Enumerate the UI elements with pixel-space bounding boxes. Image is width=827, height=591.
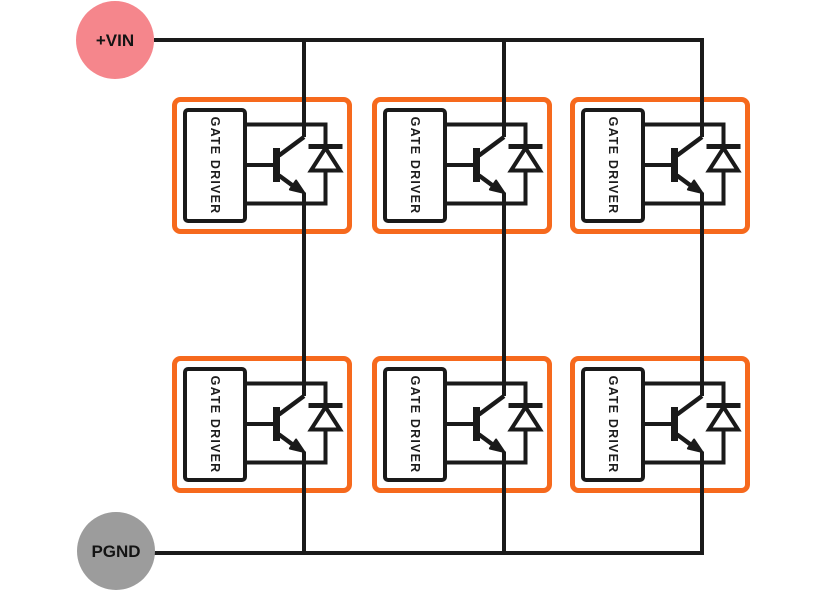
module-graphics bbox=[175, 100, 350, 232]
pgnd-terminal-label: PGND bbox=[91, 542, 140, 561]
module-graphics bbox=[573, 359, 748, 491]
gate-driver-module-top-middle: GATE DRIVER bbox=[375, 100, 550, 232]
gate-driver-label: GATE DRIVER bbox=[208, 117, 222, 215]
vin-terminal: +VIN bbox=[76, 1, 154, 79]
module-graphics bbox=[375, 359, 550, 491]
module-graphics bbox=[175, 359, 350, 491]
pgnd-terminal-circle bbox=[77, 512, 155, 590]
gate-driver-label: GATE DRIVER bbox=[208, 376, 222, 474]
gate-driver-label: GATE DRIVER bbox=[408, 117, 422, 215]
module-graphics bbox=[573, 100, 748, 232]
gate-driver-label: GATE DRIVER bbox=[606, 117, 620, 215]
gate-driver-label: GATE DRIVER bbox=[606, 376, 620, 474]
gate-driver-module-bottom-middle: GATE DRIVER bbox=[375, 359, 550, 491]
gate-driver-module-top-right: GATE DRIVER bbox=[573, 100, 748, 232]
vin-terminal-label: +VIN bbox=[96, 31, 134, 50]
gate-driver-module-bottom-right: GATE DRIVER bbox=[573, 359, 748, 491]
gate-driver-module-top-left: GATE DRIVER bbox=[175, 100, 350, 232]
gate-driver-label: GATE DRIVER bbox=[408, 376, 422, 474]
vin-terminal-circle bbox=[76, 1, 154, 79]
module-graphics bbox=[375, 100, 550, 232]
pgnd-terminal: PGND bbox=[77, 512, 155, 590]
gate-driver-module-bottom-left: GATE DRIVER bbox=[175, 359, 350, 491]
